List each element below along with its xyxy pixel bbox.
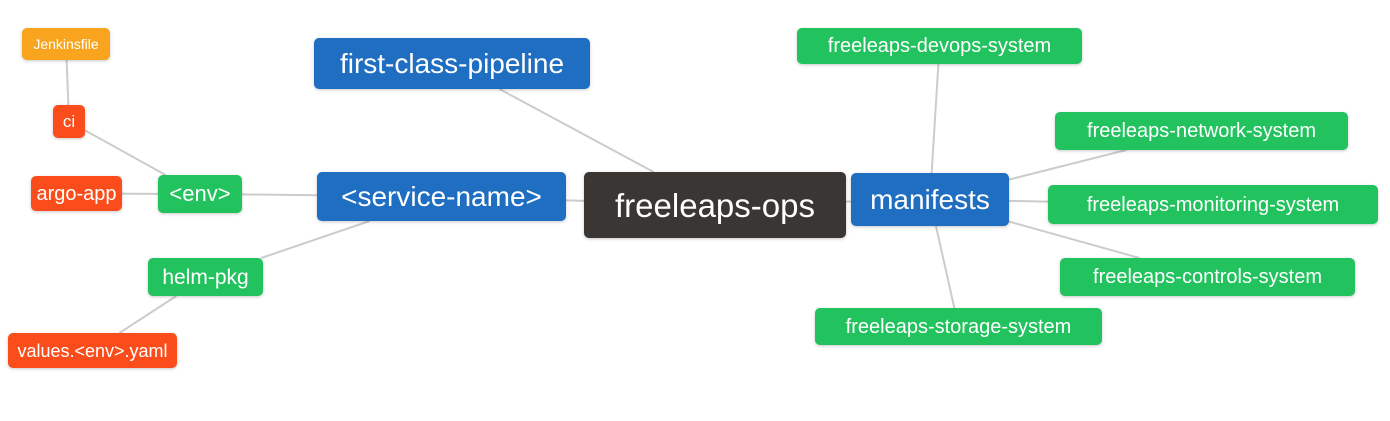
edge-env--service-name: [241, 193, 318, 197]
edge-first-class-pipeline--freeleaps-ops: [498, 88, 655, 173]
edge-values-env-yaml--helm-pkg: [118, 295, 177, 334]
edge-manifests--network-system: [1008, 149, 1127, 181]
node-controls-system[interactable]: freeleaps-controls-system: [1060, 258, 1355, 296]
node-first-class-pipeline[interactable]: first-class-pipeline: [314, 38, 590, 89]
node-manifests[interactable]: manifests: [851, 173, 1009, 226]
node-storage-system[interactable]: freeleaps-storage-system: [815, 308, 1102, 345]
node-ci[interactable]: ci: [53, 105, 85, 138]
node-freeleaps-ops[interactable]: freeleaps-ops: [584, 172, 846, 238]
edge-manifests--controls-system: [1008, 220, 1140, 259]
node-helm-pkg[interactable]: helm-pkg: [148, 258, 263, 296]
node-devops-system[interactable]: freeleaps-devops-system: [797, 28, 1082, 64]
node-values-env-yaml[interactable]: values.<env>.yaml: [8, 333, 177, 368]
edge-ci--env: [84, 129, 167, 176]
edge-helm-pkg--service-name: [260, 220, 370, 259]
node-argo-app[interactable]: argo-app: [31, 176, 122, 211]
edge-manifests--storage-system: [934, 225, 956, 309]
edge-jenkinsfile--ci: [65, 59, 70, 106]
edge-manifests--monitoring-system: [1008, 199, 1049, 203]
edge-service-name--freeleaps-ops: [565, 199, 585, 202]
node-jenkinsfile[interactable]: Jenkinsfile: [22, 28, 110, 60]
edge-manifests--devops-system: [930, 63, 940, 174]
node-env[interactable]: <env>: [158, 175, 242, 213]
node-service-name[interactable]: <service-name>: [317, 172, 566, 221]
node-network-system[interactable]: freeleaps-network-system: [1055, 112, 1348, 150]
node-monitoring-system[interactable]: freeleaps-monitoring-system: [1048, 185, 1378, 224]
